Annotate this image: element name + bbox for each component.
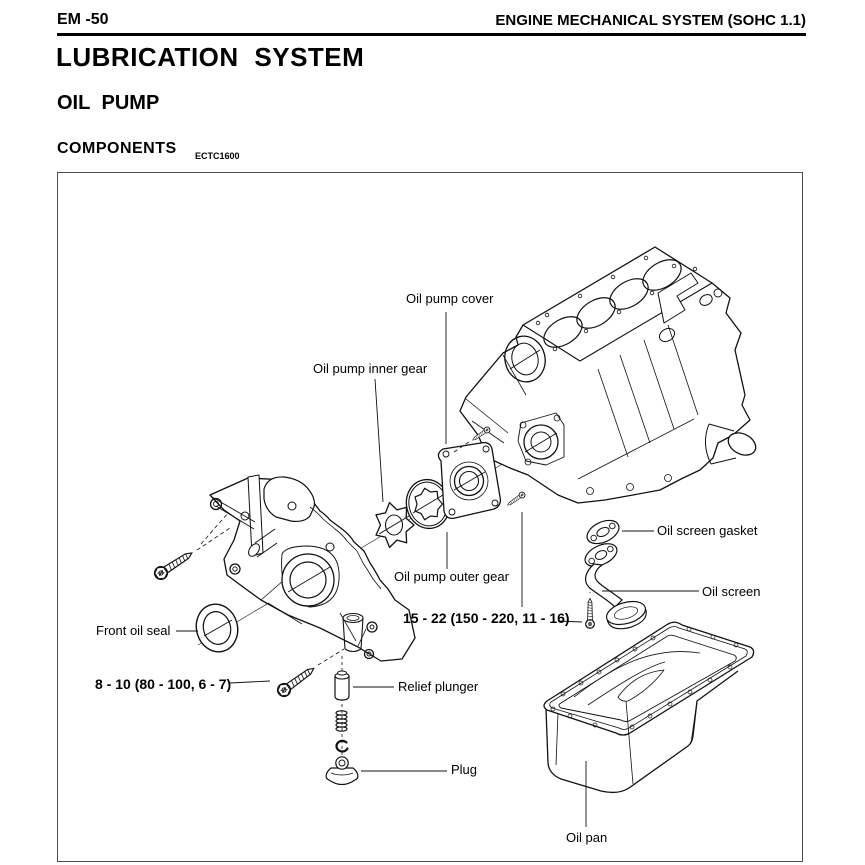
- bolt-front-case-left: [151, 546, 197, 583]
- oil-pump-cover-drawing: [437, 441, 502, 519]
- label-front-oil-seal: Front oil seal: [96, 623, 171, 638]
- label-oil-pump-outer-gear: Oil pump outer gear: [394, 569, 509, 584]
- section-title: COMPONENTS: [57, 140, 177, 157]
- front-oil-seal-drawing: [195, 603, 239, 653]
- oil-screen-drawing: [584, 543, 647, 630]
- oil-screen-gasket-drawing: [586, 519, 620, 545]
- engine-block-drawing: [459, 246, 757, 504]
- label-oil-pump-cover: Oil pump cover: [406, 291, 494, 306]
- chapter-header: ENGINE MECHANICAL SYSTEM (SOHC 1.1): [495, 12, 806, 29]
- page-number: EM -50: [57, 11, 109, 28]
- plug-drawing: [325, 756, 359, 786]
- label-oil-pump-inner-gear: Oil pump inner gear: [313, 361, 428, 376]
- bolt-front-case-lower: [274, 662, 319, 700]
- label-oil-screen: Oil screen: [702, 584, 761, 599]
- label-oil-pan: Oil pan: [566, 830, 608, 845]
- label-relief-plunger: Relief plunger: [398, 679, 479, 694]
- components-diagram: [151, 246, 757, 827]
- relief-plunger-drawing: [334, 670, 350, 701]
- oil-pump-inner-gear-drawing: [375, 501, 415, 549]
- center-ticks: [203, 349, 558, 637]
- header-rule: [57, 33, 806, 36]
- exploded-axis-line: [197, 430, 559, 646]
- bolt-oil-screen: [585, 597, 595, 629]
- label-torque-case-bolt: 8 - 10 (80 - 100, 6 - 7): [95, 676, 232, 692]
- label-plug: Plug: [451, 762, 478, 777]
- section-code: ECTC1600: [195, 151, 240, 161]
- page-subtitle: OIL PUMP: [57, 92, 160, 114]
- front-case-drawing: [209, 474, 416, 662]
- leader-lines: [176, 312, 699, 827]
- relief-spring-drawing: [335, 710, 348, 732]
- label-torque-oil-screen: 15 - 22 (150 - 220, 11 - 16): [403, 610, 570, 626]
- page-title: LUBRICATION SYSTEM: [56, 42, 365, 72]
- label-oil-screen-gasket: Oil screen gasket: [657, 523, 758, 538]
- bolt-cover-lower: [505, 490, 527, 508]
- snap-ring-drawing: [335, 739, 349, 753]
- oil-pan-drawing: [543, 621, 755, 794]
